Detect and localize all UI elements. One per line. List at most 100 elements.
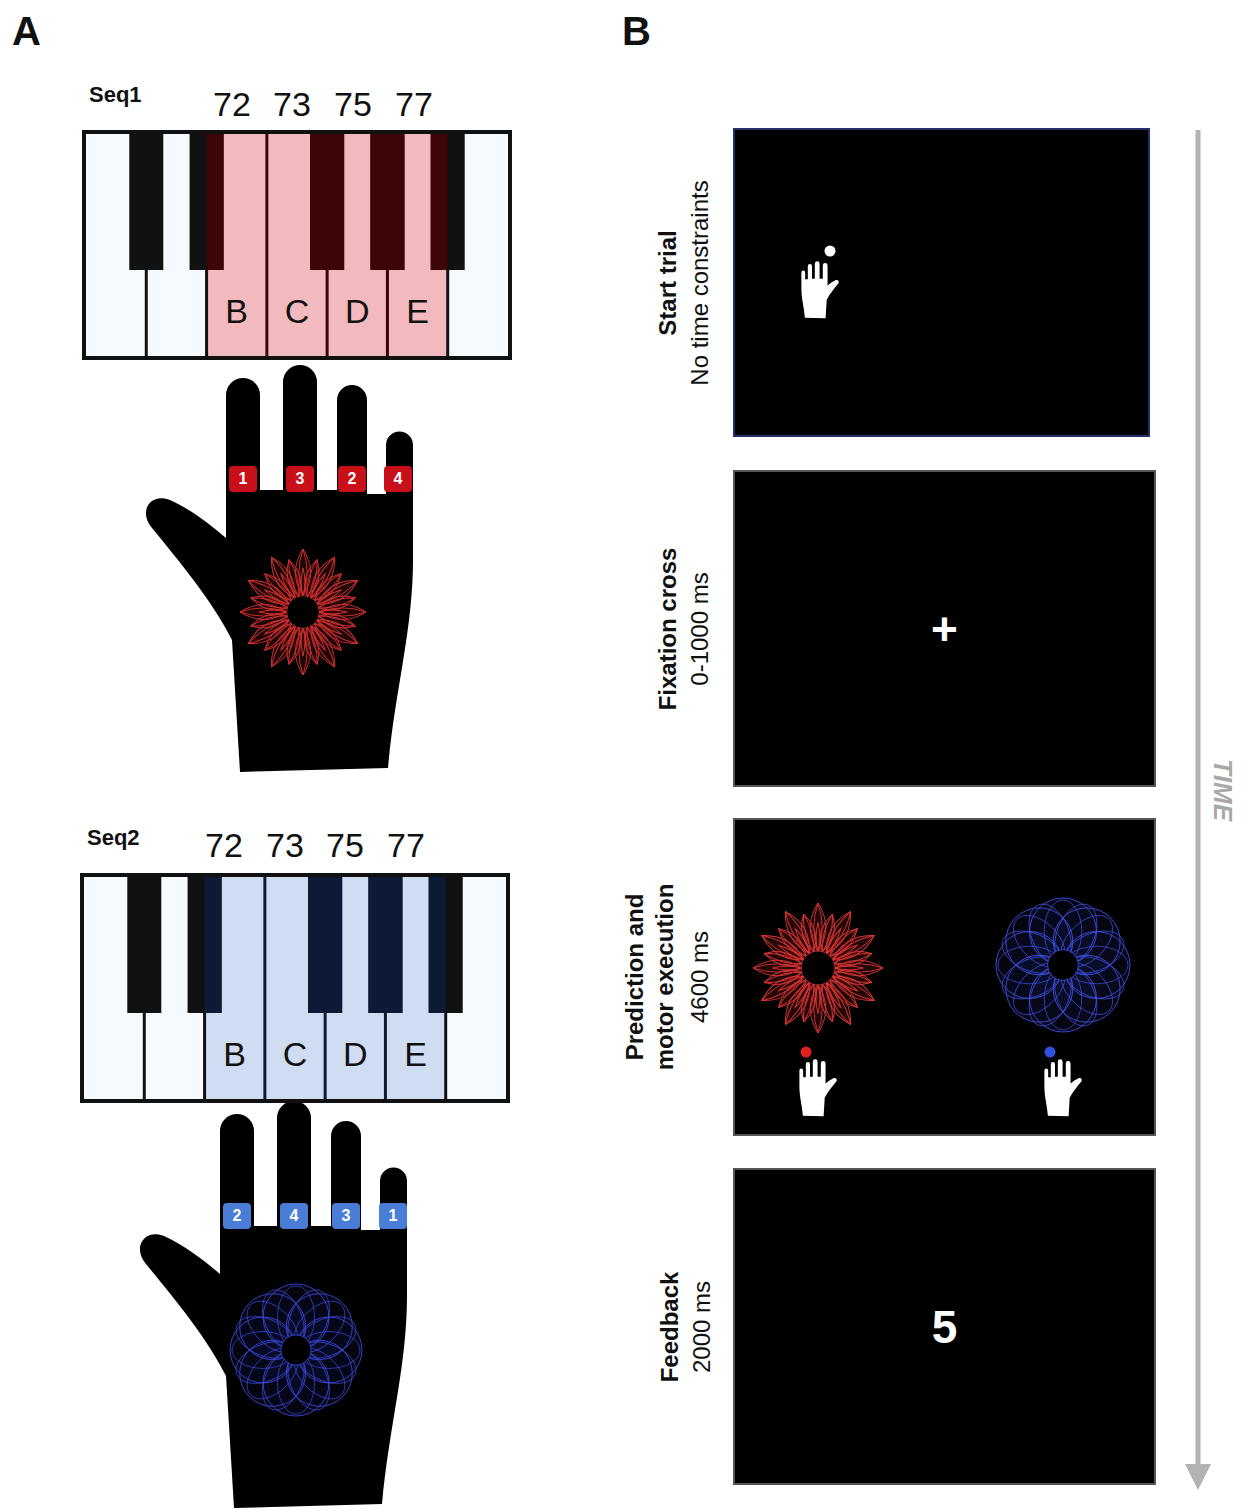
key-separator [265, 134, 268, 356]
key-letter: B [205, 1035, 265, 1074]
petal [778, 944, 805, 962]
finger-number-tag: 2 [338, 466, 366, 492]
petal [763, 969, 803, 986]
petal [317, 595, 356, 611]
blue-mandala [230, 1284, 362, 1416]
black-key [431, 134, 465, 270]
piano-keyboard: Seq1BCDE [82, 130, 512, 360]
mandala-center [287, 596, 320, 629]
screen-fill [733, 818, 1156, 1136]
petal [800, 913, 817, 953]
finger-number: 2 [348, 470, 357, 488]
cue-dot [801, 1047, 812, 1058]
red-mandala [240, 549, 366, 675]
phase-title: Start trial [654, 230, 682, 335]
sequence-label: Seq2 [87, 825, 140, 850]
time-arrow [1196, 130, 1201, 1468]
petal [264, 588, 290, 605]
finger-number: 4 [290, 1207, 299, 1225]
piano-key: E [385, 877, 445, 1099]
piano-key: D [325, 877, 385, 1099]
tinted-black-key [429, 877, 446, 1013]
finger-number: 4 [394, 470, 403, 488]
screen-fill [733, 470, 1156, 787]
finger-number-tag: 3 [332, 1203, 360, 1229]
finger-number-tag: 2 [223, 1203, 251, 1229]
key-letter: D [327, 292, 387, 331]
time-axis-label: TIME [1207, 759, 1237, 821]
hand-silhouette [146, 365, 413, 772]
petal [286, 626, 302, 665]
piano-key: C [267, 134, 327, 356]
petal [250, 613, 289, 629]
cue-dot [825, 246, 836, 257]
phase-title: Feedback [656, 1271, 684, 1382]
petal [304, 626, 320, 665]
petal [279, 625, 296, 651]
key-separator [263, 877, 266, 1099]
petal [794, 981, 812, 1008]
screen-symbol: + [931, 602, 958, 655]
key-letter: B [207, 292, 267, 331]
key-letter: C [267, 292, 327, 331]
phase-duration: 4600 ms [686, 931, 714, 1023]
phase-duration: 0-1000 ms [686, 572, 714, 685]
petal [773, 966, 802, 970]
finger-number-tag: 1 [379, 1203, 407, 1229]
tinted-black-key [431, 134, 448, 270]
black-key [190, 134, 224, 270]
black-key [129, 134, 163, 270]
trial-screen: Fixation cross0-1000 ms+ [733, 470, 1156, 787]
note-number: 75 [326, 826, 364, 865]
petal [301, 568, 305, 596]
phase-title: Fixation cross [654, 547, 682, 710]
blue-mandala [996, 898, 1130, 1032]
note-number: 72 [213, 85, 251, 124]
piano-keyboard [86, 134, 508, 356]
petal [819, 983, 836, 1023]
piano-key: D [327, 134, 387, 356]
petal [819, 913, 836, 953]
piano-key: C [265, 877, 325, 1099]
black-key [370, 134, 404, 270]
arrow-head [1185, 1464, 1211, 1490]
petal [264, 618, 290, 635]
white-keys [84, 877, 506, 1099]
hand-icon [801, 261, 838, 318]
petal [800, 983, 817, 1023]
tinted-black-key [310, 134, 344, 270]
trial-screen: Start trialNo time constraints [733, 128, 1150, 437]
finger-number-tag: 1 [229, 466, 257, 492]
petal [834, 966, 863, 970]
petal [259, 610, 287, 614]
black-key [429, 877, 463, 1013]
finger-number-tag: 4 [384, 466, 412, 492]
phase-duration: 2000 ms [688, 1280, 716, 1372]
petal [833, 969, 873, 986]
finger-number: 2 [233, 1207, 242, 1225]
piano-key: B [207, 134, 267, 356]
screen-fill [733, 128, 1150, 437]
black-key [188, 877, 222, 1013]
black-key [127, 877, 161, 1013]
note-number: 73 [266, 826, 304, 865]
key-letter: D [325, 1035, 385, 1074]
petal [831, 944, 858, 962]
mandala-center [281, 1335, 311, 1365]
note-number: 75 [334, 85, 372, 124]
petal [309, 625, 326, 651]
key-letter: E [385, 1035, 445, 1074]
black-key [310, 134, 344, 270]
finger-number-tag: 4 [280, 1203, 308, 1229]
finger-number: 3 [296, 470, 305, 488]
petal [824, 981, 842, 1008]
piano-keyboard [84, 877, 506, 1099]
petal [824, 928, 842, 955]
petal [250, 595, 289, 611]
petal [794, 928, 812, 955]
trial-screen: Feedback2000 ms5 [733, 1168, 1156, 1485]
panel-letter: A [12, 8, 41, 54]
sequence-label: Seq1 [89, 82, 142, 107]
petal [816, 923, 820, 952]
